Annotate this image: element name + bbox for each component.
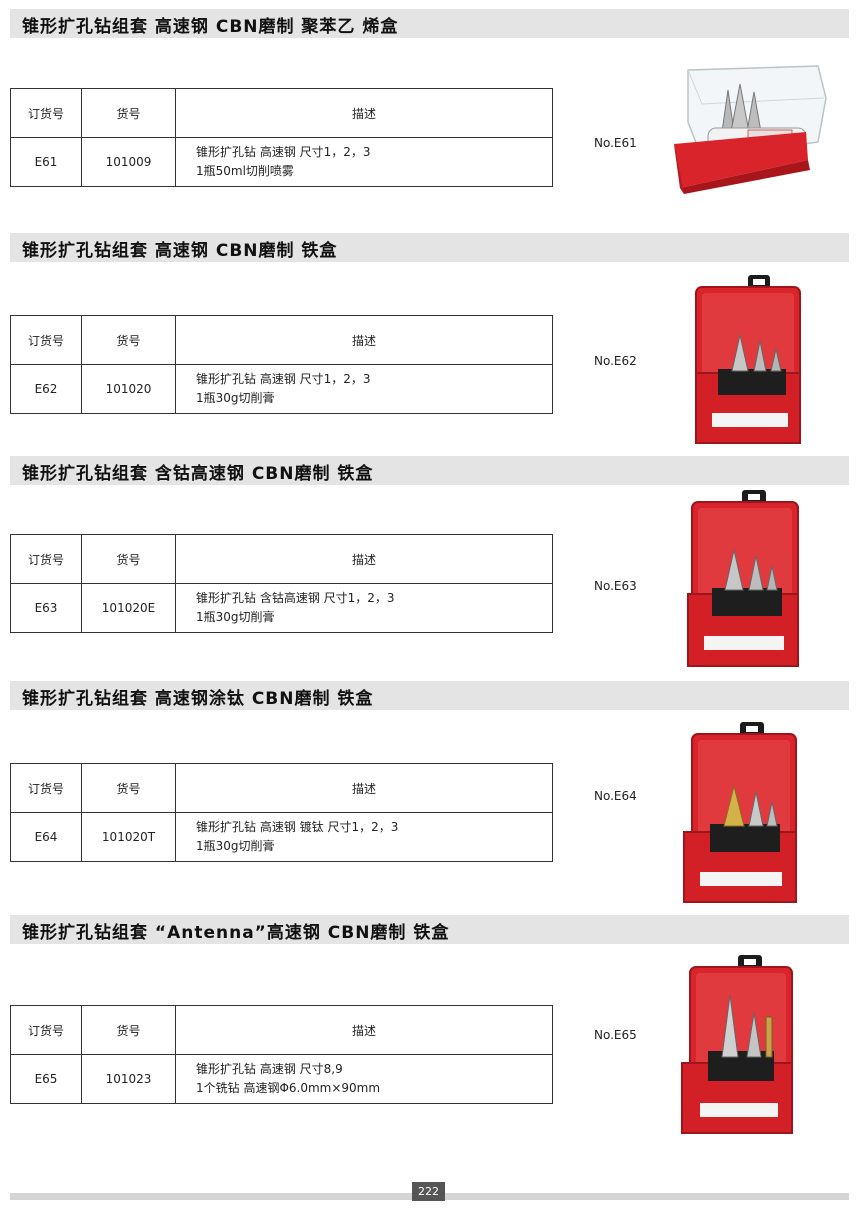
description-line: 锥形扩孔钻 高速钢 尺寸1，2，3 xyxy=(196,145,371,159)
header-order-no: 订货号 xyxy=(10,534,82,584)
description-line: 锥形扩孔钻 高速钢 尺寸1，2，3 xyxy=(196,372,371,386)
description-cell: 锥形扩孔钻 高速钢 尺寸1，2，3 1瓶30g切削膏 xyxy=(175,364,553,414)
spec-table: 订货号 货号 描述 E63 101020E 锥形扩孔钻 含钴高速钢 尺寸1，2，… xyxy=(10,534,553,633)
drill-icon xyxy=(748,791,764,827)
header-order-no: 订货号 xyxy=(10,88,82,138)
item-no-cell: 101023 xyxy=(81,1054,176,1104)
header-item-no: 货号 xyxy=(81,1005,176,1055)
spec-table: 订货号 货号 描述 E64 101020T 锥形扩孔钻 高速钢 镀钛 尺寸1，2… xyxy=(10,763,553,862)
section-title-bar: 锥形扩孔钻组套 含钴高速钢 CBN磨制 铁盒 xyxy=(10,456,849,485)
step-drill-set-metal-box-tin-image xyxy=(683,722,797,903)
table-row: E63 101020E 锥形扩孔钻 含钴高速钢 尺寸1，2，3 1瓶30g切削膏 xyxy=(10,583,553,633)
section-title-bar: 锥形扩孔钻组套 高速钢 CBN磨制 聚苯乙 烯盒 xyxy=(10,9,849,38)
drill-icon xyxy=(770,348,782,372)
header-item-no: 货号 xyxy=(81,763,176,813)
model-label: No.E61 xyxy=(594,136,637,150)
page-number: 222 xyxy=(412,1182,445,1201)
section-title: 锥形扩孔钻组套 高速钢 CBN磨制 铁盒 xyxy=(22,241,338,261)
drill-icon xyxy=(766,801,778,827)
drill-icon xyxy=(748,555,764,591)
description-line: 1个铣钻 高速钢Φ6.0mm×90mm xyxy=(196,1081,381,1095)
drill-icon xyxy=(724,549,744,591)
drill-icon xyxy=(753,340,767,372)
description-line: 锥形扩孔钻 含钴高速钢 尺寸1，2，3 xyxy=(196,591,395,605)
order-no-cell: E62 xyxy=(10,364,82,414)
mill-drill-icon xyxy=(765,1016,773,1058)
header-order-no: 订货号 xyxy=(10,315,82,365)
description-line: 1瓶30g切削膏 xyxy=(196,610,275,624)
order-no-cell: E61 xyxy=(10,137,82,187)
spec-table: 订货号 货号 描述 E61 101009 锥形扩孔钻 高速钢 尺寸1，2，3 1… xyxy=(10,88,553,187)
item-no-cell: 101020 xyxy=(81,364,176,414)
section-title-bar: 锥形扩孔钻组套 “Antenna”高速钢 CBN磨制 铁盒 xyxy=(10,915,849,944)
header-description: 描述 xyxy=(175,534,553,584)
model-label: No.E63 xyxy=(594,579,637,593)
order-no-cell: E65 xyxy=(10,1054,82,1104)
description-line: 1瓶50ml切削喷雾 xyxy=(196,164,294,178)
step-drill-set-metal-box-image xyxy=(687,490,799,667)
section-title: 锥形扩孔钻组套 “Antenna”高速钢 CBN磨制 铁盒 xyxy=(22,923,450,943)
model-label: No.E64 xyxy=(594,789,637,803)
item-no-cell: 101020T xyxy=(81,812,176,862)
table-row: E64 101020T 锥形扩孔钻 高速钢 镀钛 尺寸1，2，3 1瓶30g切削… xyxy=(10,812,553,862)
drill-icon xyxy=(721,994,739,1058)
model-label: No.E65 xyxy=(594,1028,637,1042)
order-no-cell: E64 xyxy=(10,812,82,862)
description-cell: 锥形扩孔钻 高速钢 镀钛 尺寸1，2，3 1瓶30g切削膏 xyxy=(175,812,553,862)
header-order-no: 订货号 xyxy=(10,1005,82,1055)
header-description: 描述 xyxy=(175,88,553,138)
drill-icon xyxy=(766,565,778,591)
header-item-no: 货号 xyxy=(81,88,176,138)
table-row: E62 101020 锥形扩孔钻 高速钢 尺寸1，2，3 1瓶30g切削膏 xyxy=(10,364,553,414)
order-no-cell: E63 xyxy=(10,583,82,633)
section-title: 锥形扩孔钻组套 高速钢涂钛 CBN磨制 铁盒 xyxy=(22,689,374,709)
step-drill-set-plastic-box-image xyxy=(674,65,827,194)
description-cell: 锥形扩孔钻 高速钢 尺寸1，2，3 1瓶50ml切削喷雾 xyxy=(175,137,553,187)
section-title: 锥形扩孔钻组套 含钴高速钢 CBN磨制 铁盒 xyxy=(22,464,374,484)
section-title: 锥形扩孔钻组套 高速钢 CBN磨制 聚苯乙 烯盒 xyxy=(22,17,399,37)
description-line: 锥形扩孔钻 高速钢 镀钛 尺寸1，2，3 xyxy=(196,820,399,834)
drill-icon xyxy=(731,334,749,372)
step-drill-set-metal-box-image xyxy=(681,955,793,1134)
drill-icon xyxy=(746,1012,762,1058)
header-description: 描述 xyxy=(175,315,553,365)
description-line: 锥形扩孔钻 高速钢 尺寸8,9 xyxy=(196,1062,343,1076)
header-item-no: 货号 xyxy=(81,534,176,584)
table-row: E61 101009 锥形扩孔钻 高速钢 尺寸1，2，3 1瓶50ml切削喷雾 xyxy=(10,137,553,187)
spec-table: 订货号 货号 描述 E62 101020 锥形扩孔钻 高速钢 尺寸1，2，3 1… xyxy=(10,315,553,414)
table-row: E65 101023 锥形扩孔钻 高速钢 尺寸8,9 1个铣钻 高速钢Φ6.0m… xyxy=(10,1054,553,1104)
header-item-no: 货号 xyxy=(81,315,176,365)
header-order-no: 订货号 xyxy=(10,763,82,813)
description-line: 1瓶30g切削膏 xyxy=(196,839,275,853)
item-no-cell: 101009 xyxy=(81,137,176,187)
description-line: 1瓶30g切削膏 xyxy=(196,391,275,405)
drill-icon xyxy=(723,785,745,827)
step-drill-set-metal-box-image xyxy=(695,275,801,444)
description-cell: 锥形扩孔钻 含钴高速钢 尺寸1，2，3 1瓶30g切削膏 xyxy=(175,583,553,633)
item-no-cell: 101020E xyxy=(81,583,176,633)
model-label: No.E62 xyxy=(594,354,637,368)
header-description: 描述 xyxy=(175,763,553,813)
section-title-bar: 锥形扩孔钻组套 高速钢涂钛 CBN磨制 铁盒 xyxy=(10,681,849,710)
description-cell: 锥形扩孔钻 高速钢 尺寸8,9 1个铣钻 高速钢Φ6.0mm×90mm xyxy=(175,1054,553,1104)
spec-table: 订货号 货号 描述 E65 101023 锥形扩孔钻 高速钢 尺寸8,9 1个铣… xyxy=(10,1005,553,1104)
section-title-bar: 锥形扩孔钻组套 高速钢 CBN磨制 铁盒 xyxy=(10,233,849,262)
header-description: 描述 xyxy=(175,1005,553,1055)
